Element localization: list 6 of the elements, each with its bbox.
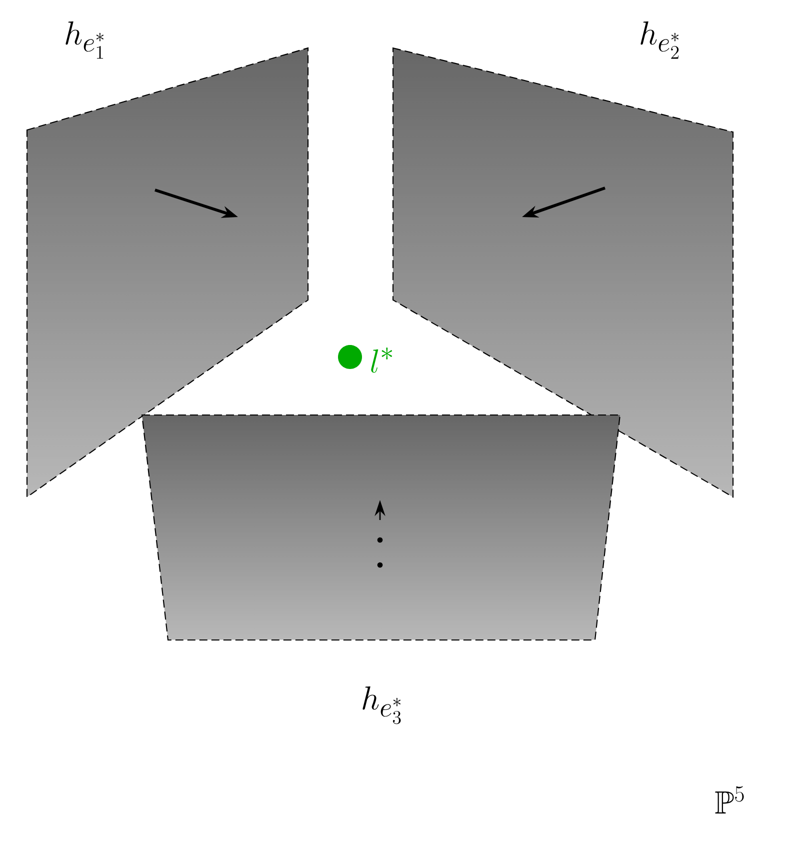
- space-label: $\mathbb{P}^5$: [715, 786, 744, 814]
- point-dot: [338, 345, 362, 369]
- point-label: $l^*$: [371, 348, 392, 373]
- plane-label: $h_{e_2^*}$: [640, 21, 679, 59]
- plane-label: $h_{e_3^*}$: [362, 686, 401, 724]
- plane-label: $h_{e_1^*}$: [66, 21, 104, 59]
